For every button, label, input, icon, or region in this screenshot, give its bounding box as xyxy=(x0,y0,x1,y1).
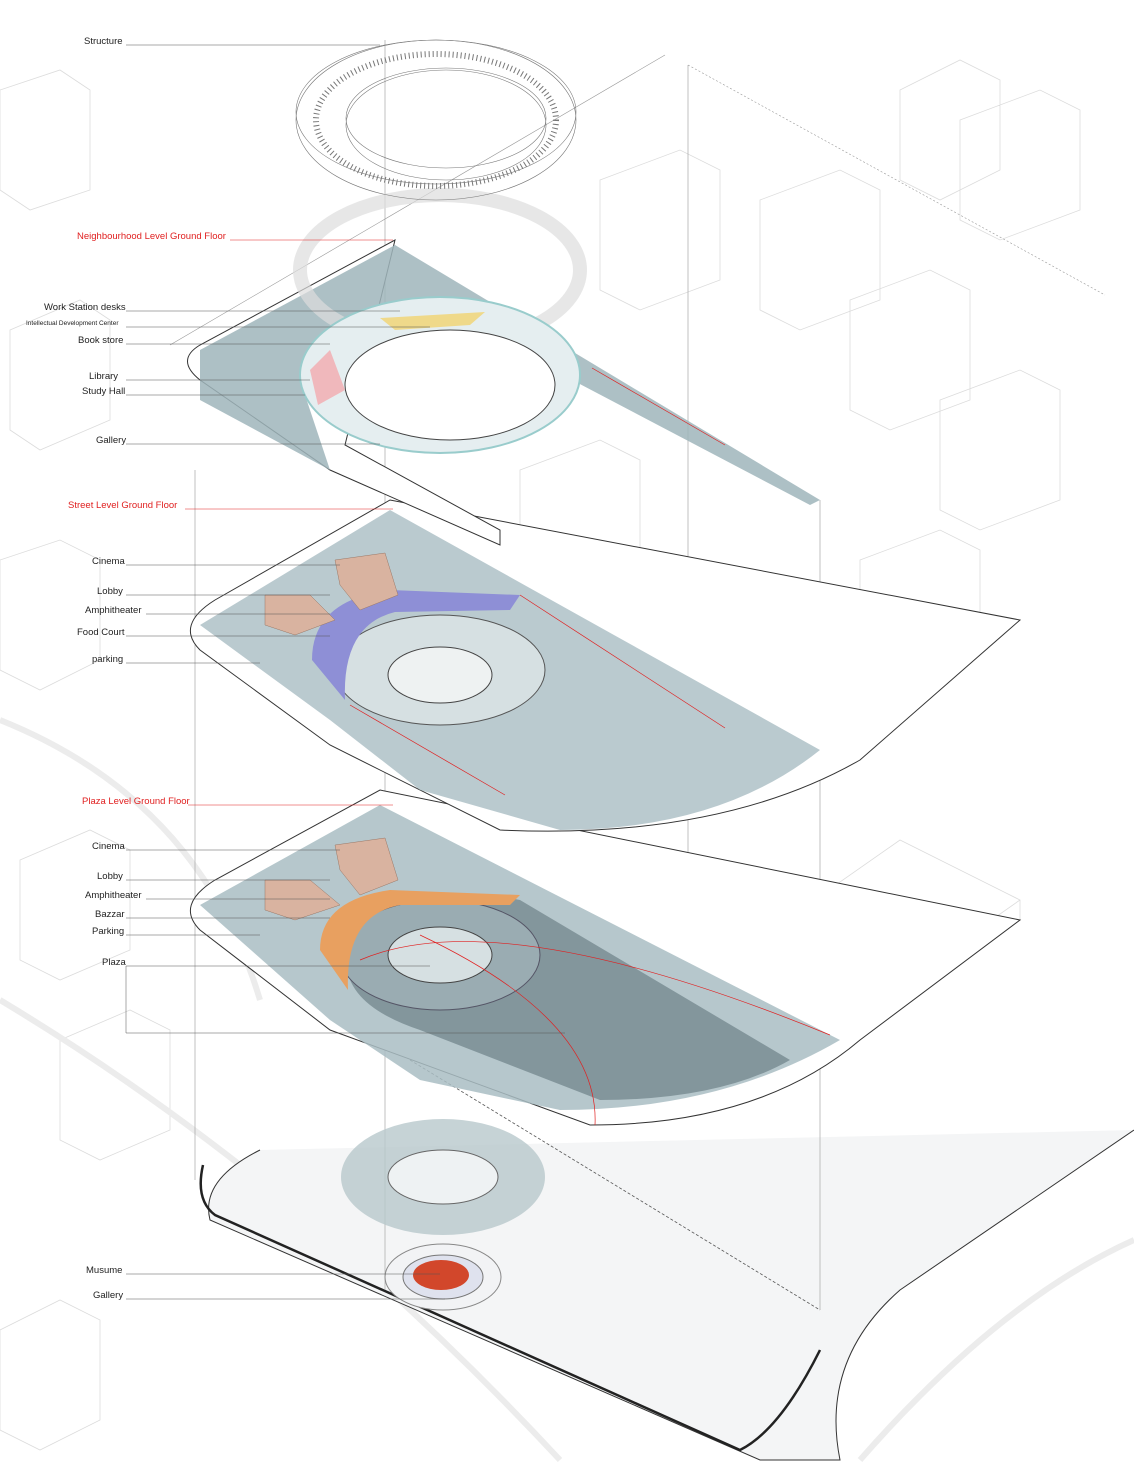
label-amphitheater-street: Amphitheater xyxy=(85,605,142,616)
label-work-station-desks: Work Station desks xyxy=(44,302,126,313)
label-lobby-street: Lobby xyxy=(97,586,123,597)
label-lobby-plaza: Lobby xyxy=(97,871,123,882)
label-street-level: Street Level Ground Floor xyxy=(68,500,178,511)
label-museum: Musume xyxy=(86,1265,123,1276)
label-study-hall: Study Hall xyxy=(82,386,126,397)
label-bazzar: Bazzar xyxy=(95,909,125,920)
roof-structure xyxy=(295,39,577,201)
label-food-court: Food Court xyxy=(77,627,125,638)
neighbourhood-level-slab xyxy=(187,188,820,546)
label-plaza-level: Plaza Level Ground Floor xyxy=(82,796,190,807)
label-structure: Structure xyxy=(84,36,123,47)
disc-lower xyxy=(341,1119,545,1235)
street-level-slab xyxy=(190,499,1022,832)
label-gallery-upper: Gallery xyxy=(96,435,127,446)
plaza-level-slab xyxy=(190,789,1022,1126)
label-amphitheater-plaza: Amphitheater xyxy=(85,890,142,901)
label-parking-plaza: Parking xyxy=(92,926,125,937)
museum xyxy=(384,1243,502,1311)
label-neighbourhood-level: Neighbourhood Level Ground Floor xyxy=(77,231,226,242)
label-intellectual-development-center: Intellectual Development Center xyxy=(26,320,119,327)
label-library: Library xyxy=(89,371,119,382)
label-gallery-lower: Gallery xyxy=(93,1290,124,1301)
label-plaza: Plaza xyxy=(102,957,126,968)
label-cinema-street: Cinema xyxy=(92,556,125,567)
leader-lines xyxy=(125,44,565,1300)
label-cinema-plaza: Cinema xyxy=(92,841,125,852)
label-book-store: Book store xyxy=(78,335,124,346)
label-parking-street: parking xyxy=(92,654,124,665)
